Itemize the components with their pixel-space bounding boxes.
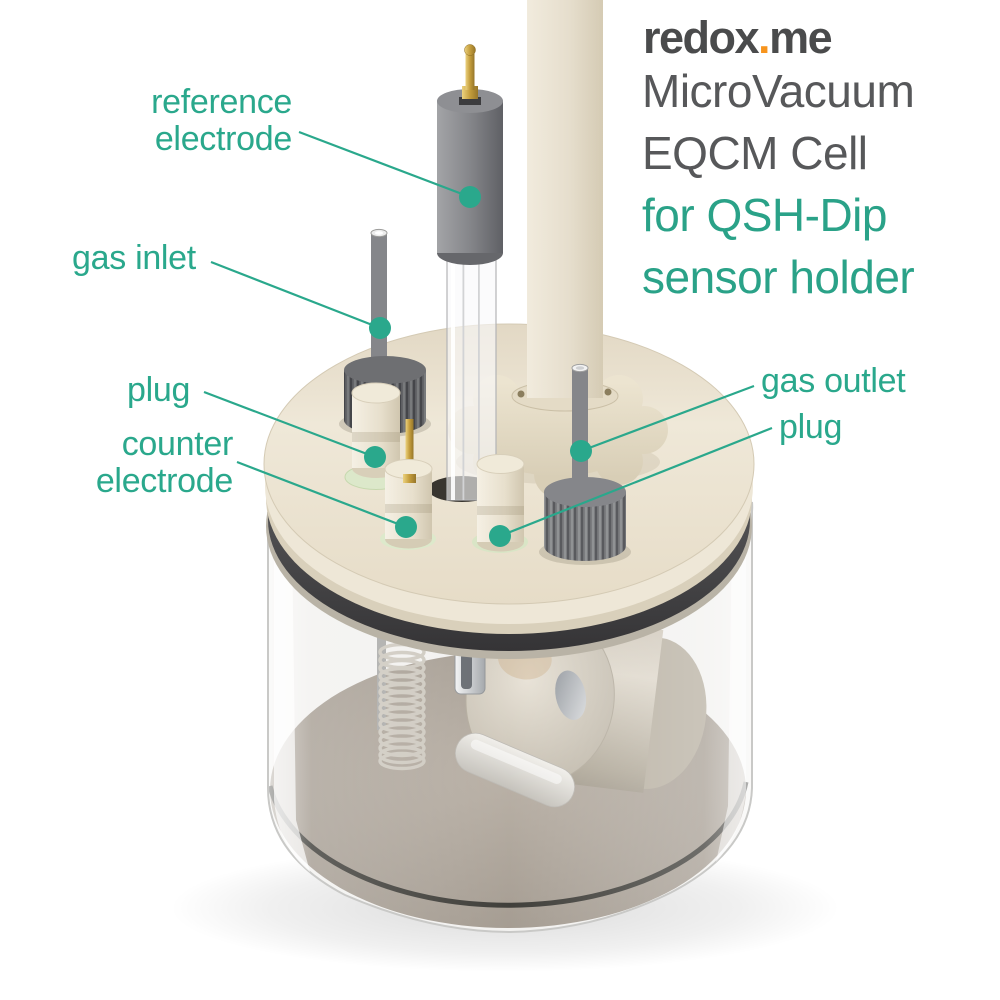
glass-front-wall xyxy=(267,501,754,934)
product-title-line-3: for QSH-Dip xyxy=(642,189,887,241)
brand-logo-right: me xyxy=(769,12,833,63)
gas-inlet-dot xyxy=(369,317,391,339)
counter-electrode-pin xyxy=(405,419,414,471)
electrode-body xyxy=(437,101,503,253)
plug-right-dot xyxy=(489,525,511,547)
plug-right-leader-line xyxy=(499,426,773,538)
brand-logo: redox.me xyxy=(643,12,833,64)
annotation-dots xyxy=(364,186,592,547)
gas-outlet-dot xyxy=(570,440,592,462)
counter-electrode-leader-line xyxy=(236,460,407,529)
label-plug-right: plug xyxy=(779,408,843,446)
plug-left-dot xyxy=(364,446,386,468)
plug-left-leader-line xyxy=(203,390,376,459)
gas-outlet-tube xyxy=(572,368,588,496)
flange-screw-right xyxy=(604,388,612,396)
label-gas-inlet: gas inlet xyxy=(72,239,196,277)
column-shaft xyxy=(527,0,603,398)
glass-highlight-right xyxy=(716,512,746,862)
product-title-line-1: MicroVacuum xyxy=(642,65,915,117)
gold-pin xyxy=(465,50,475,90)
reference-electrode-dot xyxy=(459,186,481,208)
gas-inlet-tube xyxy=(371,233,387,370)
gas-inlet-leader-line xyxy=(210,260,381,330)
product-title-line-4: sensor holder xyxy=(642,251,915,303)
counter-electrode-part xyxy=(380,419,436,550)
brand-logo-left: redox xyxy=(643,12,760,63)
label-plug-left: plug xyxy=(127,371,191,409)
reference-electrode-leader-line xyxy=(298,130,471,199)
gold-pin-tip xyxy=(464,44,476,56)
inlet-knob-top xyxy=(344,356,426,384)
annotation-leaders xyxy=(203,130,773,538)
label-gas-outlet: gas outlet xyxy=(761,362,906,400)
brand-logo-dot: . xyxy=(758,12,771,63)
label-reference-electrode: reference electrode xyxy=(151,83,292,158)
gas-outlet-part xyxy=(539,363,631,565)
gas-outlet-leader-line xyxy=(580,384,755,453)
product-title-line-2: EQCM Cell xyxy=(642,127,868,179)
flange-screw-left xyxy=(517,390,525,398)
glass-highlight-left xyxy=(274,520,310,872)
pin-washer xyxy=(459,97,481,105)
label-counter-electrode: counter electrode xyxy=(95,425,233,500)
reference-electrode-part xyxy=(437,44,503,501)
counter-electrode-dot xyxy=(395,516,417,538)
central-support-column xyxy=(511,0,619,412)
